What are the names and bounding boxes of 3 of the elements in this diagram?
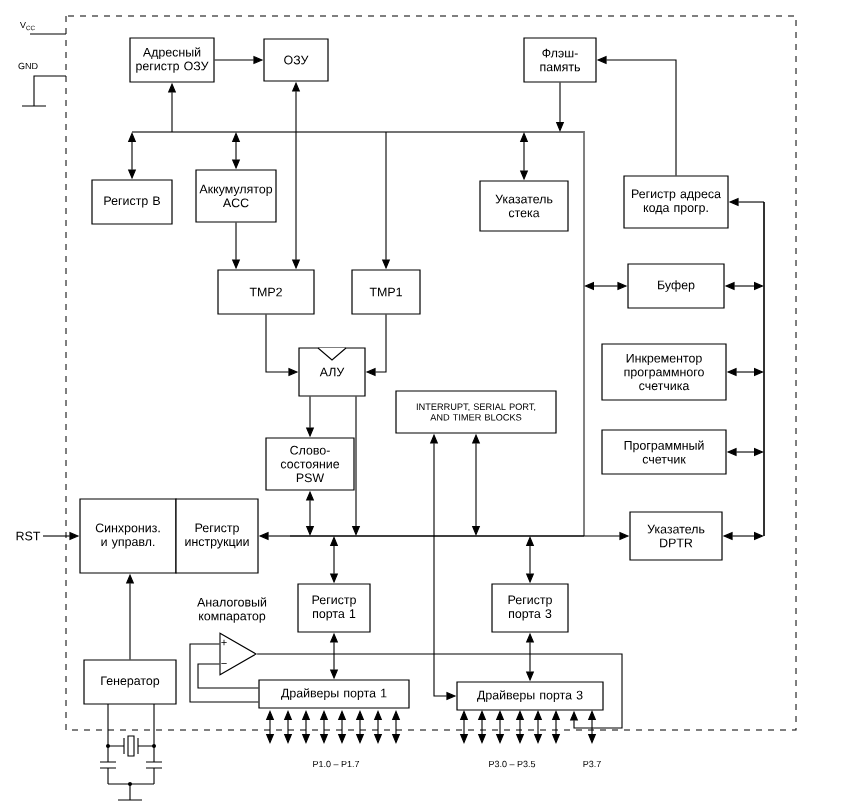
arrow: [256, 653, 623, 729]
wire: [197, 663, 259, 689]
wire: [189, 643, 259, 703]
